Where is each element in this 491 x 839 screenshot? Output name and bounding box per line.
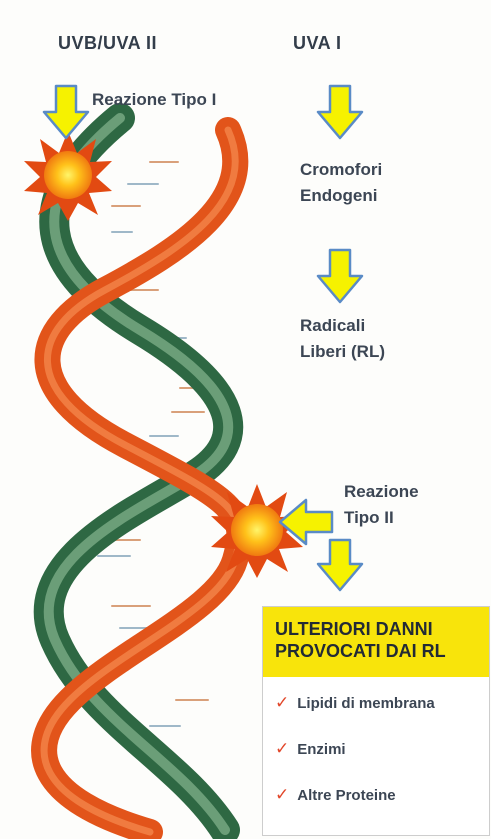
item-label: Altre Proteine xyxy=(297,787,395,804)
down-arrow-icon xyxy=(318,86,362,138)
item-label: Enzimi xyxy=(297,741,345,758)
further-damage-box: ULTERIORI DANNI PROVOCATI DAI RL ✓ Lipidi… xyxy=(262,606,490,836)
label-reaction-type2-line1: Reazione xyxy=(344,482,419,502)
down-arrow-icon xyxy=(44,86,88,138)
check-icon: ✓ xyxy=(275,739,289,758)
label-chromophores-line2: Endogeni xyxy=(300,186,377,206)
further-damage-header: ULTERIORI DANNI PROVOCATI DAI RL xyxy=(263,607,489,677)
label-radicals-line2: Liberi (RL) xyxy=(300,342,385,362)
label-chromophores-line1: Cromofori xyxy=(300,160,382,180)
box-title-line2: PROVOCATI DAI RL xyxy=(275,641,489,663)
label-radicals-line1: Radicali xyxy=(300,316,365,336)
list-item: ✓ Lipidi di membrana xyxy=(275,693,435,713)
label-reaction-type2-line2: Tipo II xyxy=(344,508,394,528)
box-title-line1: ULTERIORI DANNI xyxy=(275,619,489,641)
item-label: Lipidi di membrana xyxy=(297,695,435,712)
check-icon: ✓ xyxy=(275,785,289,804)
list-item: ✓ Altre Proteine xyxy=(275,785,396,805)
down-arrow-icon xyxy=(318,250,362,302)
header-uvb-uva2: UVB/UVA II xyxy=(58,33,157,54)
header-uva1: UVA I xyxy=(293,33,342,54)
list-item: ✓ Enzimi xyxy=(275,739,346,759)
check-icon: ✓ xyxy=(275,693,289,712)
down-arrow-icon xyxy=(318,540,362,590)
label-reaction-type1: Reazione Tipo I xyxy=(92,90,216,110)
